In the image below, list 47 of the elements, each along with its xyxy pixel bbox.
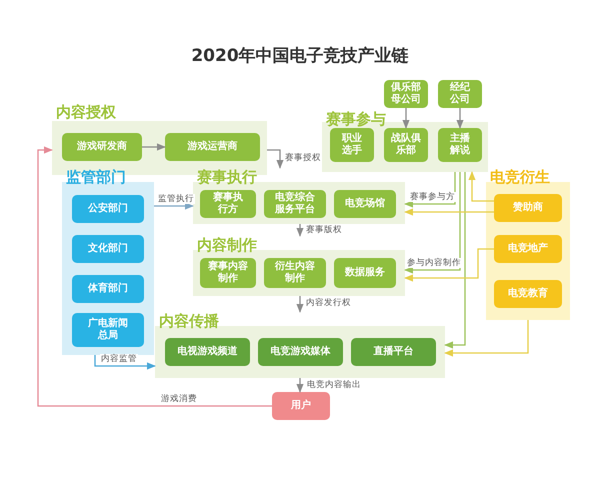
edge-label: 赛事授权 xyxy=(284,153,322,163)
edge-label: 参与内容制作 xyxy=(406,258,462,268)
edge-label: 游戏消费 xyxy=(160,394,198,404)
group-panel xyxy=(193,236,405,296)
group-heading: 内容传播 xyxy=(159,312,219,330)
edge-label: 电竞内容输出 xyxy=(306,380,362,390)
entity-box: 游戏研发商 xyxy=(62,133,142,161)
group-heading: 监管部门 xyxy=(66,168,126,186)
group-panel xyxy=(155,312,445,378)
group-panel xyxy=(322,110,488,172)
group-panel xyxy=(62,168,154,355)
group-heading: 赛事参与 xyxy=(326,110,386,128)
entity-box: 经纪公司 xyxy=(438,80,482,108)
entity-box: 主播解说 xyxy=(438,128,482,162)
entity-box: 文化部门 xyxy=(72,235,144,263)
entity-box: 赛事执行方 xyxy=(200,190,256,218)
entity-box: 电竞地产 xyxy=(494,235,562,263)
entity-box: 电竞游戏媒体 xyxy=(258,338,343,366)
diagram-title: 2020年中国电子竞技产业链 xyxy=(190,45,410,67)
entity-box: 电视游戏频道 xyxy=(165,338,250,366)
edge-label: 监管执行 xyxy=(157,194,195,204)
entity-box: 电竞综合服务平台 xyxy=(264,190,326,218)
entity-box: 电竞教育 xyxy=(494,280,562,308)
entity-box: 衍生内容制作 xyxy=(264,258,326,288)
group-panel xyxy=(193,168,405,224)
edge-label: 赛事参与方 xyxy=(409,192,456,202)
entity-box: 职业选手 xyxy=(330,128,374,162)
entity-box: 电竞场馆 xyxy=(334,190,396,218)
entity-box: 广电新闻总局 xyxy=(72,313,144,347)
group-heading: 内容授权 xyxy=(56,103,116,121)
edge-label: 内容监管 xyxy=(100,354,138,364)
group-heading: 电竞衍生 xyxy=(490,168,550,186)
entity-box: 战队俱乐部 xyxy=(384,128,428,162)
group-panel xyxy=(486,168,570,320)
entity-box: 数据服务 xyxy=(334,258,396,288)
entity-box: 游戏运营商 xyxy=(165,133,260,161)
entity-box: 体育部门 xyxy=(72,275,144,303)
entity-box: 用户 xyxy=(272,392,330,420)
edge-label: 内容发行权 xyxy=(305,298,352,308)
entity-box: 公安部门 xyxy=(72,195,144,223)
edge-label: 赛事版权 xyxy=(305,225,343,235)
group-heading: 赛事执行 xyxy=(197,168,257,186)
entity-box: 直播平台 xyxy=(351,338,436,366)
entity-box: 俱乐部母公司 xyxy=(384,80,428,108)
entity-box: 赞助商 xyxy=(494,194,562,222)
group-heading: 内容制作 xyxy=(197,236,257,254)
entity-box: 赛事内容制作 xyxy=(200,258,256,288)
